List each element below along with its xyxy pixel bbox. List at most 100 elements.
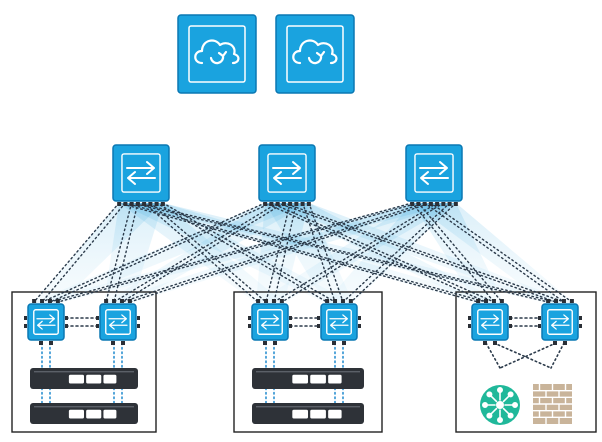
sync-arrowhead [315, 50, 326, 58]
downlink-r3-a-f [493, 342, 552, 369]
link-spine3-leaf3b [423, 202, 565, 303]
leaf-switch-1a-top-port-3 [47, 299, 52, 303]
uplink-fan-s3-r3-1 [412, 203, 504, 303]
arrow-right [272, 161, 301, 175]
arrow-right [550, 314, 569, 324]
link-spine2-leaf3a-2 [270, 202, 495, 303]
leaf-switch-1b-body [99, 303, 137, 341]
spine-switch-2-body [258, 144, 316, 202]
link-spine3-leaf3a-2 [417, 202, 503, 303]
spine-switch-3-bottom-port-4 [428, 202, 433, 206]
leaf-switch-3a-side-l-2 [468, 324, 471, 328]
cloud-2 [275, 14, 355, 94]
downlink-r3-b-v [499, 342, 557, 369]
arrow-left [551, 320, 570, 330]
spine-switch-2-bottom-port-5 [288, 202, 293, 206]
spoke-tip-2 [507, 412, 514, 419]
spine-switch-3-bottom-port-1 [410, 202, 415, 206]
virtual-switch [480, 385, 520, 425]
server-1a [30, 368, 138, 389]
arrow-right [329, 314, 348, 324]
firewall [533, 384, 572, 424]
link-spine1-leaf1a-2 [41, 202, 126, 303]
arrow-left [127, 171, 156, 185]
spine-switch-1-bottom-port-5 [142, 202, 147, 206]
leaf-switch-1b-side-l-1 [96, 316, 99, 320]
leaf-switch-1b-side-r-2 [137, 324, 140, 328]
link-spine2-leaf3b [276, 202, 557, 303]
leaf-switch-1a-down-port-2 [49, 341, 53, 345]
link-spine2-leaf1a-2 [49, 202, 272, 303]
leaf-switch-1b-side-l-2 [96, 324, 99, 328]
leaf-switch-1a-down-port-1 [39, 341, 43, 345]
leaf-switch-1a-side-l-2 [24, 324, 27, 328]
spine-switch-3-bottom-port-3 [422, 202, 427, 206]
server-2b-bay-3 [328, 409, 342, 419]
cloud-1-body [177, 14, 257, 94]
server-2b [252, 403, 364, 424]
cloud-sync-icon [292, 39, 338, 65]
link-spine3-leaf2a [273, 202, 438, 303]
spine-switch-2-bottom-port-3 [275, 202, 280, 206]
leaf-switch-1a-top-port-4 [55, 299, 60, 303]
spine-switch-1-bottom-port-4 [135, 202, 140, 206]
server-1b-bay-1 [68, 409, 84, 419]
server-1a-bay-2 [86, 374, 102, 384]
link-spine2-leaf1b-2 [121, 202, 285, 303]
leaf-switch-1b-frame [105, 309, 131, 335]
spoke-tip-1 [511, 401, 518, 408]
server-1b-bay-3 [103, 409, 117, 419]
server-1b-bay-2 [86, 409, 102, 419]
arrow-left [273, 171, 302, 185]
spine-switch-3-body [405, 144, 463, 202]
spine-switch-3-bottom-port-5 [435, 202, 440, 206]
leaf-switch-1a-side-r-1 [65, 316, 68, 320]
leaf-switch-2a-side-l-2 [248, 324, 251, 328]
cloud-outline [194, 39, 240, 65]
cloud-1 [177, 14, 257, 94]
link-spine1-leaf3b [130, 202, 549, 303]
downlink-r3-b-f [550, 342, 565, 369]
uplink-fan-s3-r3-2 [412, 203, 574, 303]
leaf-switch-2a-frame [257, 309, 283, 335]
cloud-outline [292, 39, 338, 65]
leaf-switch-1b-top-port-4 [127, 299, 132, 303]
leaf-switch-1a-side-l-1 [24, 316, 27, 320]
spine-switch-1-frame [121, 153, 161, 193]
link-spine1-leaf1b [105, 202, 133, 303]
spine-switch-2-bottom-port-7 [300, 202, 305, 206]
leaf-switch-2b [317, 299, 361, 345]
link-spine1-leaf3a-2 [124, 202, 487, 303]
leaf-switch-2a [248, 299, 292, 345]
spoke-tip-6 [486, 391, 493, 398]
leaf-switch-2a-top-port-4 [279, 299, 284, 303]
leaf-switch-2b-top-port-3 [340, 299, 345, 303]
leaf-switch-1b-down-port-2 [121, 341, 125, 345]
leaf-switch-2a-side-l-1 [248, 316, 251, 320]
server-1a-bay-3 [103, 374, 117, 384]
spine-switch-2-bottom-port-6 [294, 202, 299, 206]
links [33, 202, 573, 411]
leaf-switch-2a-body [251, 303, 289, 341]
leaf-switch-3a-top-port-4 [499, 299, 504, 303]
switch-arrows-icon [108, 314, 128, 330]
switch-arrows-icon [329, 314, 349, 330]
switch-arrows-icon [480, 314, 500, 330]
rack-2-frame [233, 291, 383, 433]
cloud-2-body [275, 14, 355, 94]
spine-switch-1-bottom-port-2 [123, 202, 128, 206]
leaf-switch-3b-side-l-2 [538, 324, 541, 328]
leaf-switch-1b [96, 299, 140, 345]
spine-switch-3-bottom-port-6 [441, 202, 446, 206]
server-1b-highlight [34, 406, 134, 408]
link-spine2-leaf3a [264, 202, 487, 303]
server-2a-highlight [256, 371, 360, 373]
spine-switch-2-frame [267, 153, 307, 193]
switch-arrows-icon [550, 314, 570, 330]
leaf-switch-2a-top-port-1 [256, 299, 261, 303]
link-spine2-leaf2a-2 [273, 202, 298, 303]
rack-3-frame [455, 291, 597, 433]
spine-switch-1-bottom-port-3 [129, 202, 134, 206]
spine-switch-3-bottom-port-7 [447, 202, 452, 206]
arrow-right [36, 314, 55, 324]
